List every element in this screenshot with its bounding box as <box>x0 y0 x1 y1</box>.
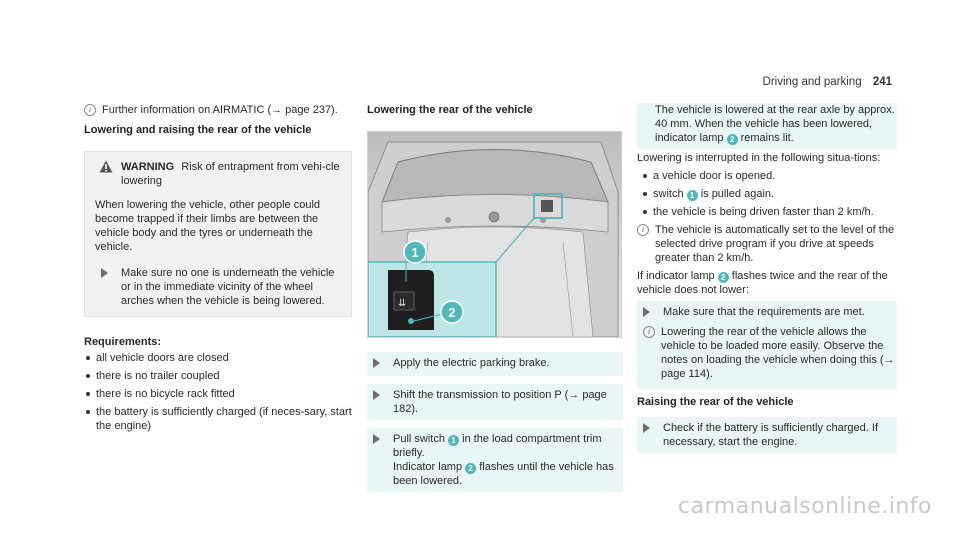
step-arrow-icon <box>643 307 650 317</box>
step-text: Make sure that the requirements are met. <box>663 306 865 318</box>
step-arrow-icon <box>373 390 380 400</box>
callout-badge: 2 <box>465 463 477 474</box>
step-arrow-icon <box>643 423 650 433</box>
step-text-part: flashes until the vehicle has been lower… <box>393 461 614 487</box>
callout-2 <box>440 300 464 324</box>
result-paragraph: The vehicle is lowered at the rear axle … <box>637 103 897 149</box>
trunk-illustration: ⇊ 1 2 <box>368 132 621 337</box>
interrupt-text: Lowering is interrupted in the following… <box>637 152 881 164</box>
info-icon: i <box>637 224 649 236</box>
info-icon: i <box>643 326 655 338</box>
step-arrow-icon <box>373 434 380 444</box>
step-item: Make sure that the requirements are met. <box>637 305 897 321</box>
column-middle: Lowering the rear of the vehicle <box>367 103 623 500</box>
step-item: Check if the battery is sufficiently cha… <box>637 417 897 453</box>
warning-title: WARNING Risk of entrapment from vehi-cle… <box>95 160 341 188</box>
info-note: i Lowering the rear of the vehicle allow… <box>643 325 897 381</box>
raising-heading: Raising the rear of the vehicle <box>637 396 794 408</box>
load-compartment-figure: ⇊ 1 2 <box>367 131 622 338</box>
step-text-part: in the load compartment trim briefly. <box>393 433 602 459</box>
callout-2-label: 2 <box>448 305 455 320</box>
requirements-list: all vehicle doors are closed there is no… <box>84 351 352 433</box>
info-note: i Further information on AIRMATIC (→ pag… <box>84 103 352 117</box>
info-note: i The vehicle is automatically set to th… <box>637 223 897 265</box>
warning-box: WARNING Risk of entrapment from vehi-cle… <box>84 151 352 317</box>
step-block: Make sure that the requirements are met.… <box>637 301 897 389</box>
step-text-part: Indicator lamp <box>393 461 463 473</box>
flash-text-part: flashes twice and the rear of the vehicl… <box>637 270 888 296</box>
callout-badge: 1 <box>448 435 460 446</box>
warning-body: When lowering the vehicle, other people … <box>95 199 321 253</box>
requirements-heading: Requirements: <box>84 336 162 348</box>
list-item: there is no bicycle rack fitted <box>84 387 352 401</box>
warning-step-text: Make sure no one is underneath the vehic… <box>121 267 335 307</box>
result-text-end: remains lit. <box>740 132 794 144</box>
section-heading: Lowering and raising the rear of the veh… <box>84 124 312 136</box>
step-text: Check if the battery is sufficiently cha… <box>663 422 879 448</box>
info-text: The vehicle is automatically set to the … <box>655 224 895 264</box>
list-item: the vehicle is being driven faster than … <box>641 205 897 219</box>
list-item: all vehicle doors are closed <box>84 351 352 365</box>
callout-badge: 2 <box>726 134 738 145</box>
step-item: Pull switch 1 in the load compartment tr… <box>367 428 623 492</box>
lowering-heading: Lowering the rear of the vehicle <box>367 104 533 116</box>
warning-icon <box>99 160 113 173</box>
list-item: the battery is sufficiently charged (if … <box>84 405 352 433</box>
warning-label: WARNING <box>121 161 175 173</box>
watermark: carmanualsonline.info <box>678 494 932 519</box>
list-item: a vehicle door is opened. <box>641 169 897 183</box>
list-item: there is no trailer coupled <box>84 369 352 383</box>
list-text: switch <box>653 188 684 200</box>
warning-title-text: Risk of entrapment from vehi-cle lowerin… <box>121 161 340 187</box>
interrupt-list: a vehicle door is opened. switch 1 is pu… <box>641 169 897 219</box>
step-text: Shift the transmission to position P (→ … <box>393 389 607 415</box>
step-text-part: Pull switch <box>393 433 445 445</box>
column-right: The vehicle is lowered at the rear axle … <box>637 103 897 453</box>
list-item: switch 1 is pulled again. <box>641 187 897 201</box>
warning-step: Make sure no one is underneath the vehic… <box>95 266 341 308</box>
flash-text-part: If indicator lamp <box>637 270 715 282</box>
info-text: Lowering the rear of the vehicle allows … <box>661 326 895 380</box>
step-item: Shift the transmission to position P (→ … <box>367 384 623 420</box>
info-icon: i <box>84 104 96 116</box>
list-text: is pulled again. <box>700 188 775 200</box>
callout-badge: 1 <box>686 190 698 201</box>
step-text: Pull switch 1 in the load compartment tr… <box>393 432 623 488</box>
callout-1 <box>403 240 427 264</box>
callout-badge: 2 <box>717 272 729 283</box>
svg-text:⇊: ⇊ <box>398 298 406 309</box>
result-text: The vehicle is lowered at the rear axle … <box>655 104 895 144</box>
section-title: Driving and parking <box>762 76 862 88</box>
info-text: Further information on AIRMATIC (→ page … <box>102 104 338 116</box>
column-left: i Further information on AIRMATIC (→ pag… <box>84 103 352 437</box>
step-arrow-icon <box>373 358 380 368</box>
page-header: Driving and parking 241 <box>763 76 892 88</box>
step-text: Apply the electric parking brake. <box>393 357 550 369</box>
step-arrow-icon <box>101 268 108 278</box>
flash-text: If indicator lamp 2 flashes twice and th… <box>637 269 897 297</box>
step-item: Apply the electric parking brake. <box>367 352 623 376</box>
callout-1-label: 1 <box>411 245 418 260</box>
page-number: 241 <box>872 76 892 88</box>
